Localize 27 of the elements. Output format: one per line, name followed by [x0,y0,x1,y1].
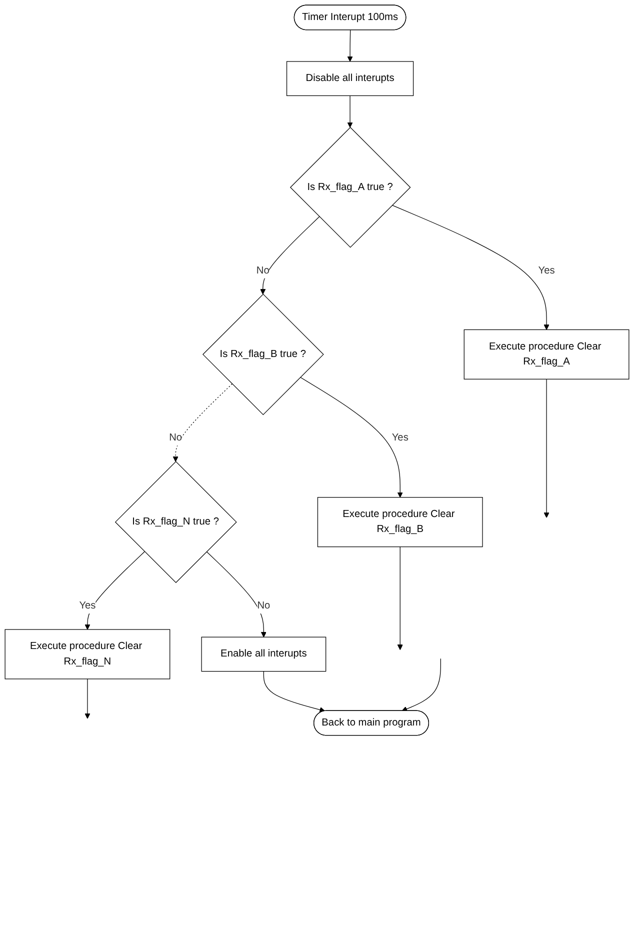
arrow [347,95,353,128]
node-box: Execute procedure Clear Rx_flag_A [464,329,630,380]
arrow [260,216,320,294]
arrow [263,671,326,712]
edge-label: No [257,600,270,612]
arrow [84,678,90,719]
arrow [300,376,403,498]
node-diamond: Is Rx_flag_N true ? [114,461,237,584]
node-diamond: Is Rx_flag_B true ? [202,294,324,416]
arrow [172,384,232,462]
arrow [84,551,145,630]
edge-label: Yes [538,265,555,276]
arrow [206,551,266,638]
arrow [544,378,550,518]
edge-label: No [256,265,270,276]
arrow [397,546,403,650]
arrow [402,658,441,712]
edge-label: No [169,432,182,444]
arrow [347,30,353,62]
node-diamond: Is Rx_flag_A true ? [290,126,411,248]
edge-label: Yes [392,432,408,444]
edge-label: Yes [79,600,96,612]
node-box: Execute procedure Clear Rx_flag_B [317,497,483,548]
node-box: Enable all interupts [201,636,326,672]
node-box: Execute procedure Clear Rx_flag_N [4,629,170,680]
node-box: Disable all interupts [286,61,414,96]
arrow [392,204,550,330]
